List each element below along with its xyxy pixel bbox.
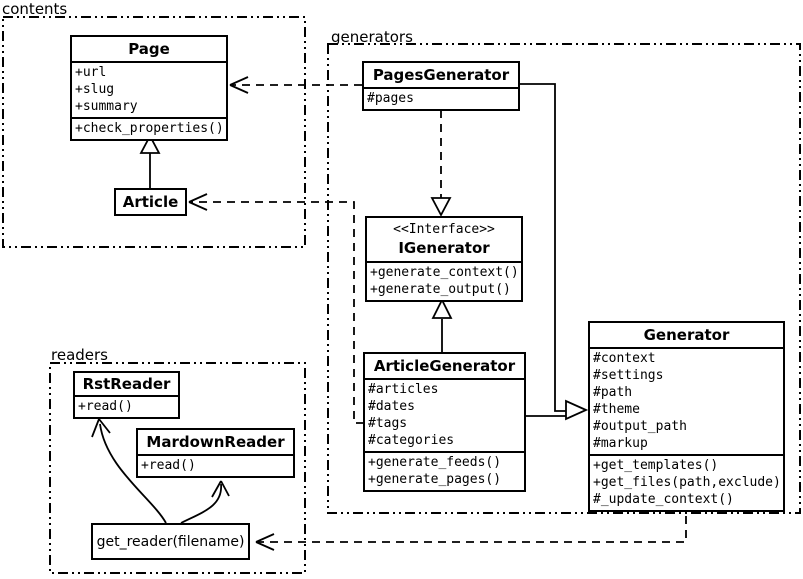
class-generator-title: Generator [643, 326, 730, 344]
class-page[interactable]: Page +url +slug +summary +check_properti… [70, 35, 228, 141]
package-readers-border [49, 362, 306, 574]
attribute: #settings [593, 368, 664, 383]
attribute: #tags [368, 416, 408, 431]
attribute: #path [593, 385, 633, 400]
method: +get_files(path,exclude) [593, 475, 781, 490]
class-igenerator-title: IGenerator [398, 239, 490, 257]
dependency-curve-getreader-to-rstreader [99, 423, 167, 524]
package-contents-border [2, 16, 306, 248]
class-articlegenerator[interactable]: ArticleGenerator #articles #dates #tags … [363, 352, 526, 492]
class-igenerator-header: <<Interface>> IGenerator [367, 218, 521, 261]
dependency-curve-getreader-to-mardownreader [180, 483, 222, 524]
inheritance-line-pagesgenerator-to-generator [520, 83, 566, 412]
attribute: #theme [593, 402, 640, 417]
method: +generate_pages() [368, 472, 502, 487]
attribute: #dates [368, 399, 415, 414]
open-arrowhead-into-getreader [255, 533, 275, 551]
class-rstreader-methods: +read() [75, 395, 178, 417]
attribute: +summary [75, 99, 138, 114]
method: +read() [78, 399, 133, 414]
class-pagesgenerator-title: PagesGenerator [372, 66, 510, 84]
dependency-line-generator-to-getreader [257, 502, 687, 543]
class-mardownreader[interactable]: MardownReader +read() [136, 428, 295, 478]
class-generator-methods: +get_templates() +get_files(path,exclude… [590, 454, 783, 510]
method: +check_properties() [75, 121, 224, 136]
method: +read() [141, 458, 196, 473]
triangle-arrowhead-to-generator [565, 399, 589, 421]
class-page-methods: +check_properties() [72, 117, 226, 139]
attribute: #pages [367, 91, 414, 106]
function-box-get-reader[interactable]: get_reader(filename) [91, 523, 250, 560]
class-articlegenerator-title: ArticleGenerator [373, 357, 516, 375]
triangle-arrowhead-up-to-igenerator [431, 297, 453, 319]
class-igenerator-methods: +generate_context() +generate_output() [367, 261, 521, 300]
open-arrowhead-into-rstreader [91, 418, 111, 438]
class-rstreader[interactable]: RstReader +read() [73, 371, 180, 419]
class-rstreader-title: RstReader [82, 375, 171, 393]
package-generators-border [327, 43, 801, 514]
attribute: #output_path [593, 419, 687, 434]
triangle-arrowhead-down-to-igenerator [430, 197, 452, 217]
open-arrowhead-into-article [188, 193, 208, 211]
attribute: +slug [75, 82, 115, 97]
attribute: +url [75, 65, 107, 80]
attribute: #context [593, 351, 656, 366]
class-articlegenerator-methods: +generate_feeds() +generate_pages() [365, 451, 524, 490]
package-label-generators: generators [331, 28, 413, 46]
open-arrowhead-into-page [229, 76, 249, 94]
class-igenerator[interactable]: <<Interface>> IGenerator +generate_conte… [365, 216, 523, 302]
attribute: #categories [368, 433, 455, 448]
class-pagesgenerator-attributes: #pages [364, 87, 518, 109]
class-mardownreader-methods: +read() [138, 454, 293, 476]
function-box-label: get_reader(filename) [96, 533, 245, 550]
attribute: #markup [593, 436, 648, 451]
class-article-title: Article [122, 193, 179, 211]
class-article[interactable]: Article [114, 188, 187, 216]
open-arrowhead-into-mardownreader [211, 480, 230, 498]
method: #_update_context() [593, 492, 734, 507]
class-igenerator-stereotype: <<Interface>> [393, 222, 495, 237]
attribute: #articles [368, 382, 439, 397]
triangle-arrowhead-to-page [139, 134, 161, 154]
package-label-contents: contents [2, 0, 68, 18]
class-mardownreader-title: MardownReader [146, 433, 285, 451]
dependency-line-articlegenerator-to-article [190, 201, 364, 424]
method: +generate_feeds() [368, 455, 502, 470]
class-page-attributes: +url +slug +summary [72, 61, 226, 117]
class-generator[interactable]: Generator #context #settings #path #them… [588, 321, 785, 512]
class-pagesgenerator[interactable]: PagesGenerator #pages [362, 61, 520, 111]
class-articlegenerator-attributes: #articles #dates #tags #categories [365, 378, 524, 451]
method: +get_templates() [593, 458, 719, 473]
class-generator-attributes: #context #settings #path #theme #output_… [590, 347, 783, 454]
package-label-readers: readers [51, 346, 108, 364]
method: +generate_output() [370, 282, 511, 297]
method: +generate_context() [370, 265, 519, 280]
class-page-title: Page [128, 40, 170, 58]
